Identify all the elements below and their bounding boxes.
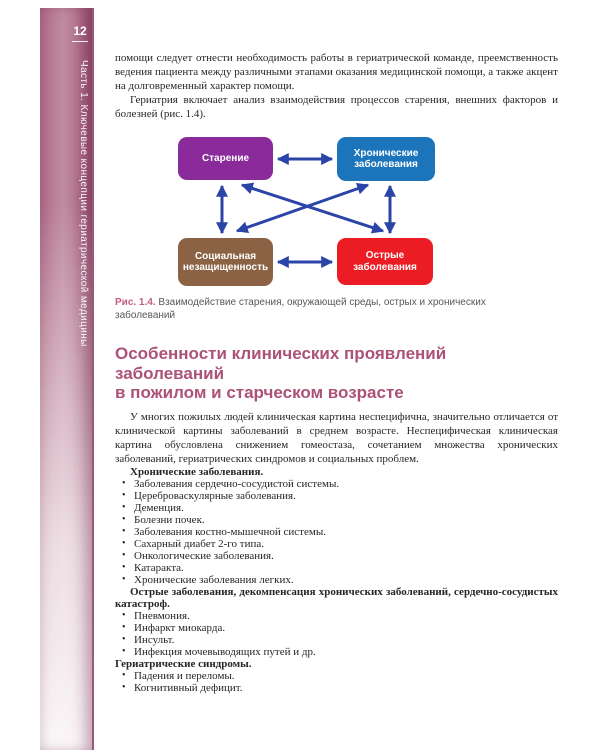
bullet-icon: • bbox=[122, 489, 126, 501]
chapter-spine: 12 Часть 1. Ключевые концепции гериатрич… bbox=[40, 8, 94, 750]
section-heading-line2: в пожилом и старческом возрасте bbox=[115, 383, 404, 402]
list-item-text: Болезни почек. bbox=[134, 513, 205, 526]
list-item-text: Деменция. bbox=[134, 501, 184, 514]
list-item: • Пневмония. bbox=[115, 610, 558, 622]
page-number-value: 12 bbox=[73, 24, 87, 38]
list-header-geriatric: Гериатрические синдромы. bbox=[115, 657, 252, 670]
list-item: • Цереброваскулярные заболевания. bbox=[115, 490, 558, 502]
list-item: • Деменция. bbox=[115, 502, 558, 514]
bullet-icon: • bbox=[122, 513, 126, 525]
list-item-text: Сахарный диабет 2-го типа. bbox=[134, 537, 264, 550]
bullet-icon: • bbox=[122, 537, 126, 549]
intro-paragraph-2: Гериатрия включает анализ взаимодействия… bbox=[115, 94, 558, 120]
bullet-icon: • bbox=[122, 573, 126, 585]
bullet-icon: • bbox=[122, 621, 126, 633]
list-item-text: Заболевания сердечно-сосудистой системы. bbox=[134, 477, 340, 490]
list-item: • Катаракта. bbox=[115, 562, 558, 574]
node-chronic-diseases: Хронические заболевания bbox=[337, 137, 435, 181]
list-header-acute: Острые заболевания, декомпенсация хронич… bbox=[115, 585, 558, 610]
list-item-text: Хронические заболевания легких. bbox=[134, 573, 294, 586]
list-item-text: Заболевания костно-мышечной системы. bbox=[134, 525, 326, 538]
chapter-title-vertical: Часть 1. Ключевые концепции гериатрическ… bbox=[78, 60, 89, 347]
list-item: • Заболевания сердечно-сосудистой системы… bbox=[115, 478, 558, 490]
arrow-aging-acute bbox=[240, 182, 385, 234]
list-item-text: Цереброваскулярные заболевания. bbox=[134, 489, 296, 502]
node-aging: Старение bbox=[178, 137, 273, 180]
list-item-text: Падения и переломы. bbox=[134, 669, 235, 682]
bullet-icon: • bbox=[122, 609, 126, 621]
list-item: • Инсульт. bbox=[115, 634, 558, 646]
list-item-text: Когнитивный дефицит. bbox=[134, 681, 243, 694]
list-item-text: Катаракта. bbox=[134, 561, 184, 574]
page-number-rule bbox=[72, 41, 88, 42]
list-item-text: Онкологические заболевания. bbox=[134, 549, 274, 562]
node-acute-diseases: Острые заболевания bbox=[337, 238, 433, 285]
figure-caption-text-line1: Взаимодействие старения, окружающей сред… bbox=[158, 297, 486, 308]
node-social-vulnerability: Социальная незащищенность bbox=[178, 238, 273, 286]
list-header-chronic: Хронические заболевания. bbox=[130, 465, 264, 478]
bullet-icon: • bbox=[122, 549, 126, 561]
bullet-icon: • bbox=[122, 525, 126, 537]
intro-paragraph-1: помощи следует отнести необходимость раб… bbox=[115, 52, 558, 92]
bullet-icon: • bbox=[122, 633, 126, 645]
arrow-chronic-social bbox=[235, 182, 370, 234]
main-content: помощи следует отнести необходимость раб… bbox=[115, 0, 558, 694]
bullet-icon: • bbox=[122, 501, 126, 513]
list-item: • Болезни почек. bbox=[115, 514, 558, 526]
figure-1-4-diagram: Старение Хронические заболевания Социаль… bbox=[170, 133, 442, 288]
list-item: • Сахарный диабет 2-го типа. bbox=[115, 538, 558, 550]
figure-caption-label: Рис. 1.4. bbox=[115, 297, 156, 308]
figure-caption: Рис. 1.4. Взаимодействие старения, окруж… bbox=[115, 297, 558, 322]
list-item-text: Инсульт. bbox=[134, 633, 175, 646]
list-item-text: Инфаркт миокарда. bbox=[134, 621, 226, 634]
list-item: • Заболевания костно-мышечной системы. bbox=[115, 526, 558, 538]
list-item: • Инфаркт миокарда. bbox=[115, 622, 558, 634]
list-item: • Хронические заболевания легких. bbox=[115, 574, 558, 586]
figure-caption-text-line2: заболеваний bbox=[115, 309, 176, 321]
clinical-lists: Хронические заболевания. • Заболевания се… bbox=[115, 466, 558, 694]
section-heading: Особенности клинических проявлений забол… bbox=[115, 344, 558, 403]
bullet-icon: • bbox=[122, 645, 126, 657]
bullet-icon: • bbox=[122, 561, 126, 573]
list-item: • Когнитивный дефицит. bbox=[115, 682, 558, 694]
bullet-icon: • bbox=[122, 681, 126, 693]
bullet-icon: • bbox=[122, 669, 126, 681]
list-item: • Падения и переломы. bbox=[115, 670, 558, 682]
section-paragraph: У многих пожилых людей клиническая карти… bbox=[115, 410, 558, 465]
list-item: • Инфекция мочевыводящих путей и др. bbox=[115, 646, 558, 658]
diagram-arrows bbox=[216, 153, 396, 268]
section-heading-line1: Особенности клинических проявлений забол… bbox=[115, 344, 447, 383]
list-item-text: Пневмония. bbox=[134, 609, 190, 622]
page-number: 12 bbox=[72, 24, 88, 42]
list-item-text: Инфекция мочевыводящих путей и др. bbox=[134, 645, 316, 658]
list-item: • Онкологические заболевания. bbox=[115, 550, 558, 562]
bullet-icon: • bbox=[122, 477, 126, 489]
